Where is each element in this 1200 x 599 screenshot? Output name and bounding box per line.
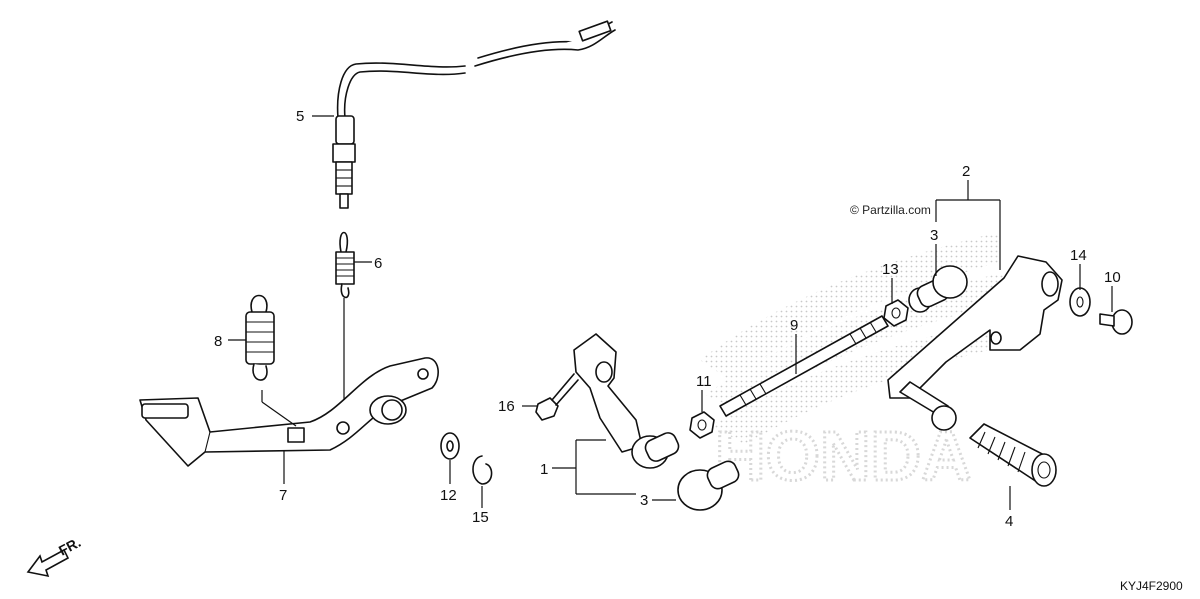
callout-16: 16 bbox=[498, 398, 515, 415]
part-12-washer bbox=[440, 432, 460, 460]
part-9-rod bbox=[719, 315, 889, 417]
part-13-nut bbox=[883, 299, 909, 327]
honda-watermark-text: HONDA bbox=[715, 417, 972, 495]
part-3-joint-upper bbox=[908, 265, 968, 313]
part-10-bolt bbox=[1099, 309, 1133, 335]
part-15-clip bbox=[472, 455, 493, 485]
callout-4: 4 bbox=[1005, 513, 1013, 530]
part-5-brake-switch bbox=[332, 20, 616, 209]
callout-6: 6 bbox=[374, 255, 382, 272]
part-11-nut bbox=[689, 411, 715, 439]
callout-7: 7 bbox=[279, 487, 287, 504]
callout-9: 9 bbox=[790, 317, 798, 334]
callout-10: 10 bbox=[1104, 269, 1121, 286]
callout-14: 14 bbox=[1070, 247, 1087, 264]
callout-1: 1 bbox=[540, 461, 548, 478]
callout-3-upper: 3 bbox=[930, 227, 938, 244]
callout-8: 8 bbox=[214, 333, 222, 350]
part-3-joint-lower bbox=[677, 460, 740, 511]
part-2-shift-pedal bbox=[887, 255, 1063, 431]
diagram-code: KYJ4F2900 bbox=[1120, 579, 1183, 593]
callout-11: 11 bbox=[696, 373, 712, 390]
callout-13: 13 bbox=[882, 261, 899, 278]
part-1-shift-arm bbox=[573, 333, 680, 469]
callout-numbers: 5 6 8 7 12 15 16 1 3 11 9 13 3 2 14 10 4 bbox=[214, 108, 1121, 530]
part-8-spring bbox=[245, 294, 275, 381]
part-16-bolt bbox=[535, 373, 579, 421]
callout-12: 12 bbox=[440, 487, 457, 504]
copyright-watermark: © Partzilla.com bbox=[850, 203, 931, 217]
leader-lines bbox=[228, 115, 1113, 510]
callout-2: 2 bbox=[962, 163, 970, 180]
callout-5: 5 bbox=[296, 108, 304, 125]
front-direction-indicator: FR. bbox=[26, 534, 83, 578]
part-7-brake-pedal bbox=[139, 357, 439, 467]
part-14-washer bbox=[1069, 287, 1091, 317]
part-6-spring bbox=[335, 231, 355, 299]
callout-15: 15 bbox=[472, 509, 489, 526]
callout-3-lower: 3 bbox=[640, 492, 648, 509]
front-arrow-icon bbox=[26, 548, 70, 578]
part-4-rubber-grip bbox=[969, 423, 1057, 487]
